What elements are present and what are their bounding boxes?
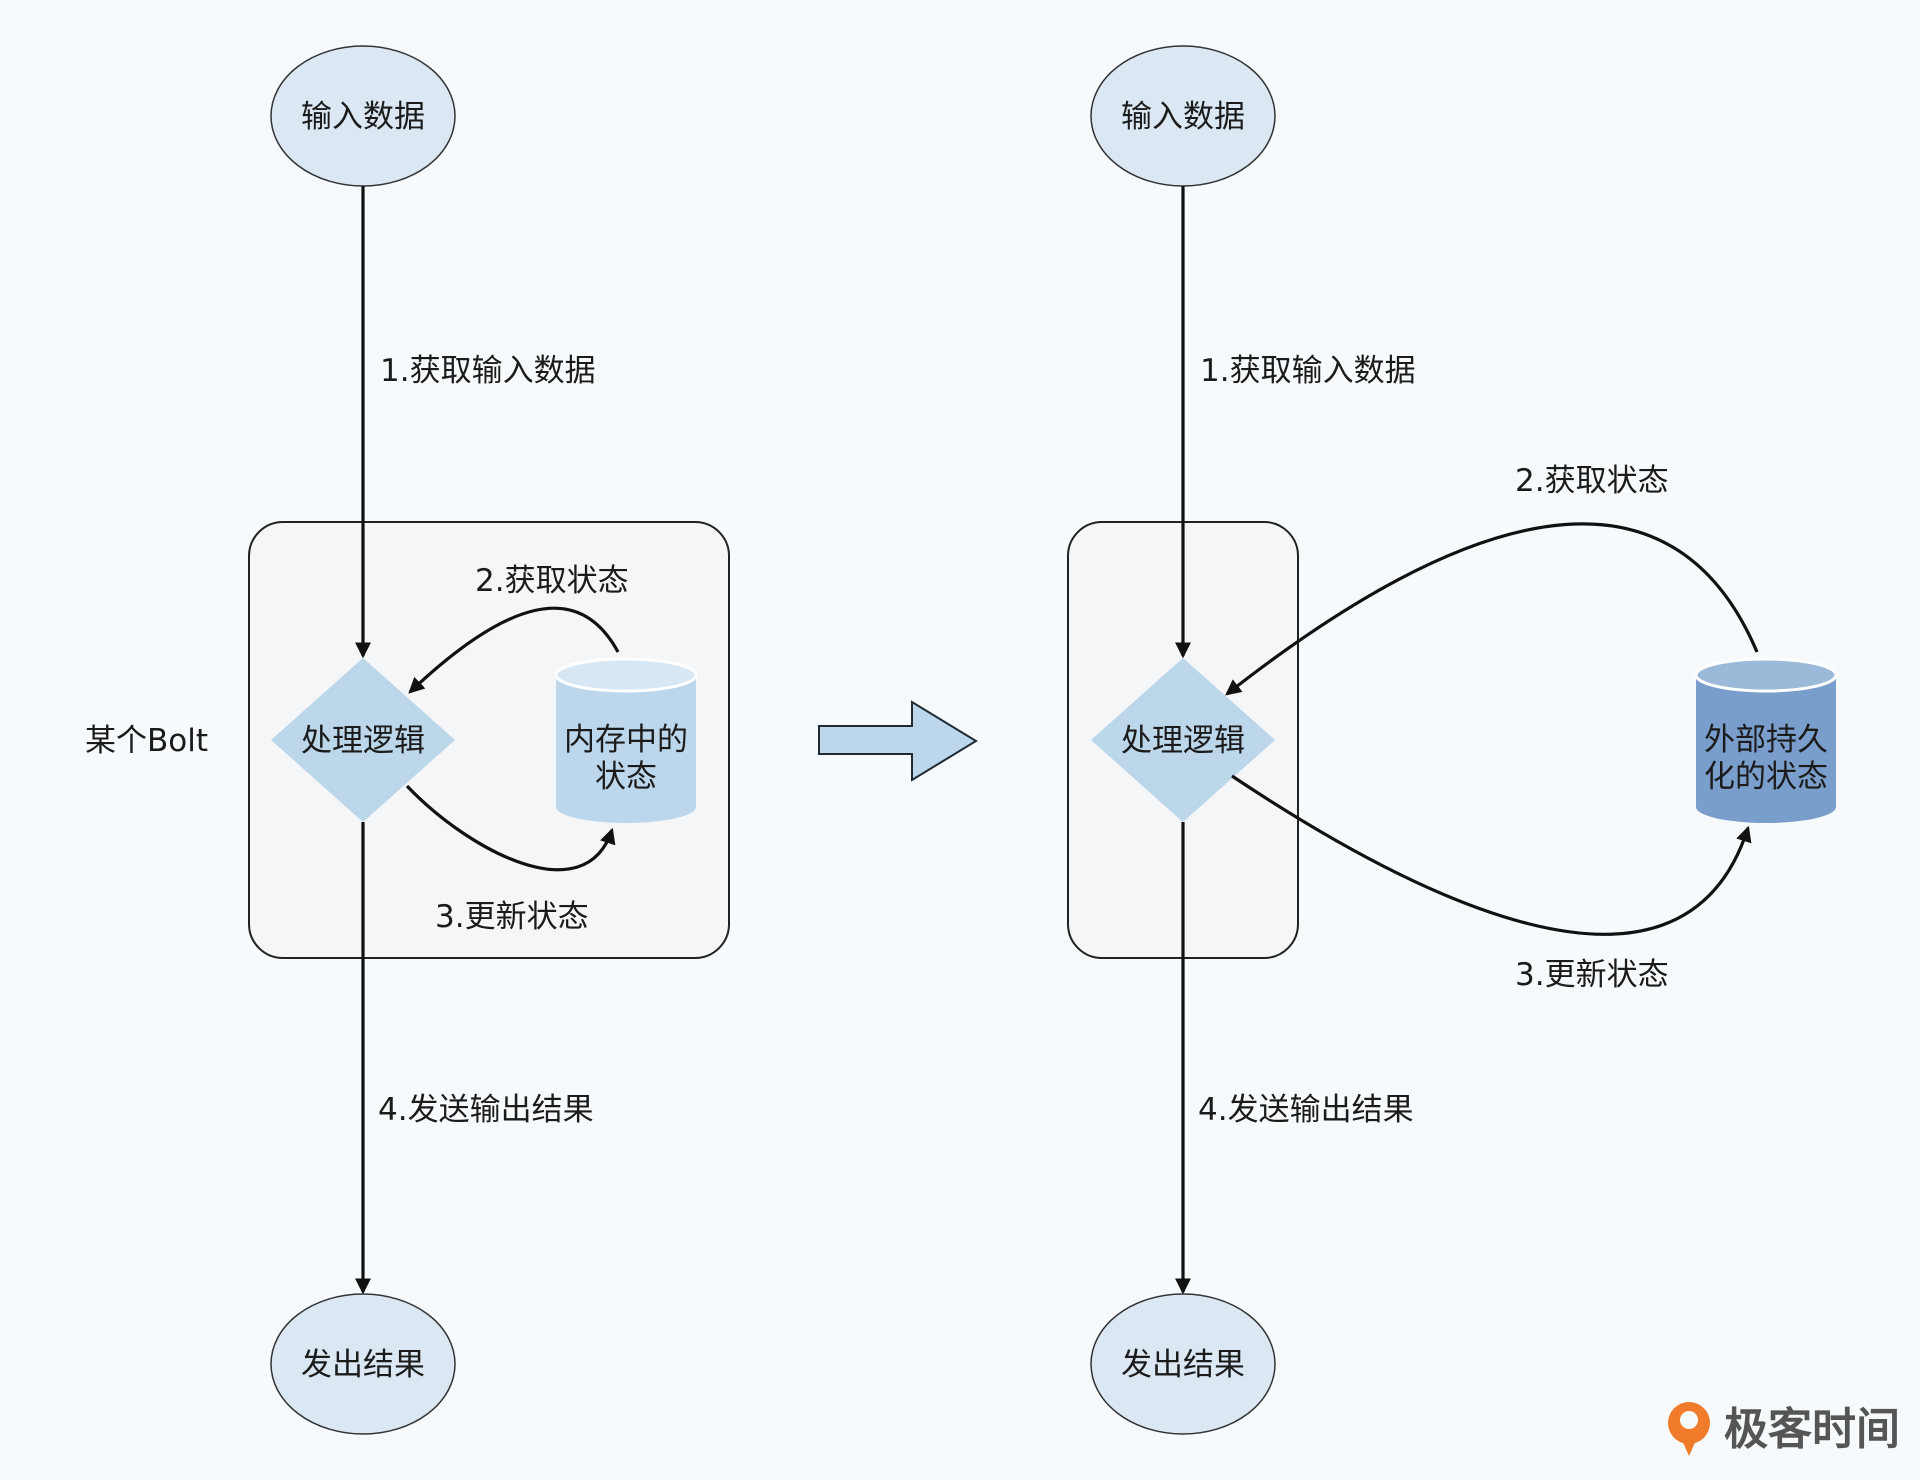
left-store-label-line1: 内存中的 (564, 722, 688, 758)
right-step1-label: 1.获取输入数据 (1200, 353, 1416, 389)
right-output-node (1090, 1293, 1276, 1435)
right-process-label: 处理逻辑 (1121, 723, 1245, 759)
left-bolt-label: 某个Bolt (85, 723, 208, 759)
right-step4-label: 4.发送输出结果 (1198, 1092, 1414, 1128)
left-process-label: 处理逻辑 (301, 723, 425, 759)
left-output-label: 发出结果 (301, 1347, 425, 1383)
right-edge-get-state (1225, 522, 1759, 696)
right-output-label: 发出结果 (1121, 1347, 1245, 1383)
right-diagram: 输入数据 1.获取输入数据 处理逻辑 外部持久 化的状态 2.获取状态 3.更新… (1067, 45, 1838, 1435)
left-step3-label: 3.更新状态 (435, 899, 589, 935)
left-step1-label: 1.获取输入数据 (380, 353, 596, 389)
left-process-diamond (271, 658, 455, 822)
right-edge-update-state (1231, 774, 1752, 936)
brand-name: 极客时间 (1724, 1404, 1900, 1455)
right-external-store (1694, 657, 1838, 823)
left-bolt-box (248, 521, 730, 959)
transition-arrow (818, 700, 978, 782)
brand-logo: 极客时间 (1668, 1402, 1900, 1456)
right-store-label-line1: 外部持久 (1704, 722, 1828, 758)
brand-icon (1668, 1402, 1710, 1456)
left-edge-get-state (408, 606, 620, 694)
left-step2-label: 2.获取状态 (475, 563, 629, 599)
left-store-label-line2: 状态 (595, 759, 657, 795)
right-step3-label: 3.更新状态 (1515, 957, 1669, 993)
right-process-diamond (1091, 658, 1275, 822)
right-input-label: 输入数据 (1121, 99, 1245, 135)
left-memory-store (554, 657, 698, 823)
left-output-node (270, 1293, 456, 1435)
left-edge-update-state (405, 784, 616, 872)
left-input-label: 输入数据 (301, 99, 425, 135)
left-diagram: 输入数据 1.获取输入数据 处理逻辑 内存中的 状态 2.获取状态 3.更新状态… (85, 45, 730, 1435)
right-step2-label: 2.获取状态 (1515, 463, 1669, 499)
left-step4-label: 4.发送输出结果 (378, 1092, 594, 1128)
right-store-label-line2: 化的状态 (1704, 759, 1828, 795)
